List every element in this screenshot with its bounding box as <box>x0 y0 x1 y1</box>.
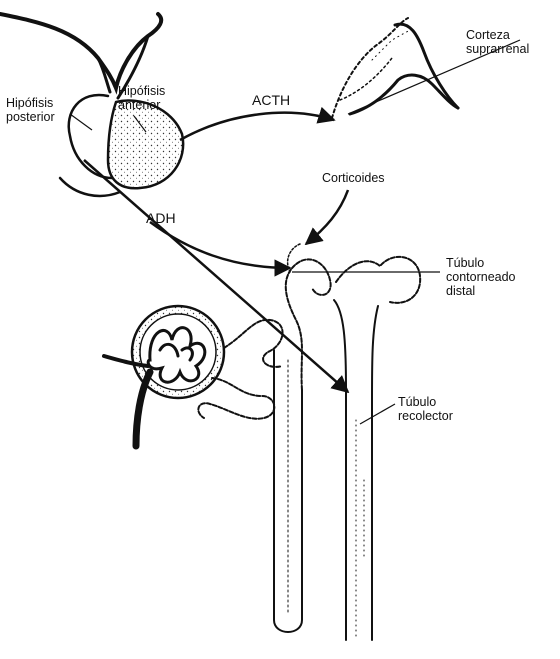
adrenal-outer <box>332 18 408 118</box>
label-acth: ACTH <box>252 92 290 108</box>
adh-arrow-distal <box>150 222 290 268</box>
label-adh: ADH <box>146 210 176 226</box>
label-tubulo-contorneado-distal: Túbulo contorneado distal <box>446 256 516 298</box>
label-tubulo-recolector: Túbulo recolector <box>398 395 453 423</box>
acth-arrow <box>180 113 334 140</box>
label-corteza-suprarrenal: Corteza suprarrenal <box>466 28 529 56</box>
label-hipofisis-anterior-line1: Hipófisis <box>118 84 165 98</box>
nephron <box>104 244 420 640</box>
adrenal-cortex-band <box>350 75 458 114</box>
label-tubulo-distal-line3: distal <box>446 284 516 298</box>
label-hipofisis-posterior-line2: posterior <box>6 110 55 124</box>
label-hipofisis-posterior: Hipófisis posterior <box>6 96 55 124</box>
label-corteza-line1: Corteza <box>466 28 529 42</box>
label-tubulo-distal-line2: contorneado <box>446 270 516 284</box>
hypothalamus-outline <box>0 14 161 88</box>
label-tubulo-colector-line2: recolector <box>398 409 453 423</box>
label-tubulo-distal-line1: Túbulo <box>446 256 516 270</box>
label-tubulo-colector-line1: Túbulo <box>398 395 453 409</box>
adrenal-gland <box>332 18 458 118</box>
afferent-arteriole <box>136 372 150 446</box>
collecting-duct <box>334 300 346 640</box>
label-hipofisis-posterior-line1: Hipófisis <box>6 96 55 110</box>
posterior-lobe-lower <box>60 178 120 196</box>
label-corticoides: Corticoides <box>322 171 385 185</box>
corticoides-arrow <box>306 190 348 244</box>
label-hipofisis-anterior-line2: anterior <box>118 98 165 112</box>
label-corteza-line2: suprarrenal <box>466 42 529 56</box>
label-hipofisis-anterior: Hipófisis anterior <box>118 84 165 112</box>
adrenal-top <box>395 24 458 108</box>
anterior-lobe <box>108 100 183 188</box>
